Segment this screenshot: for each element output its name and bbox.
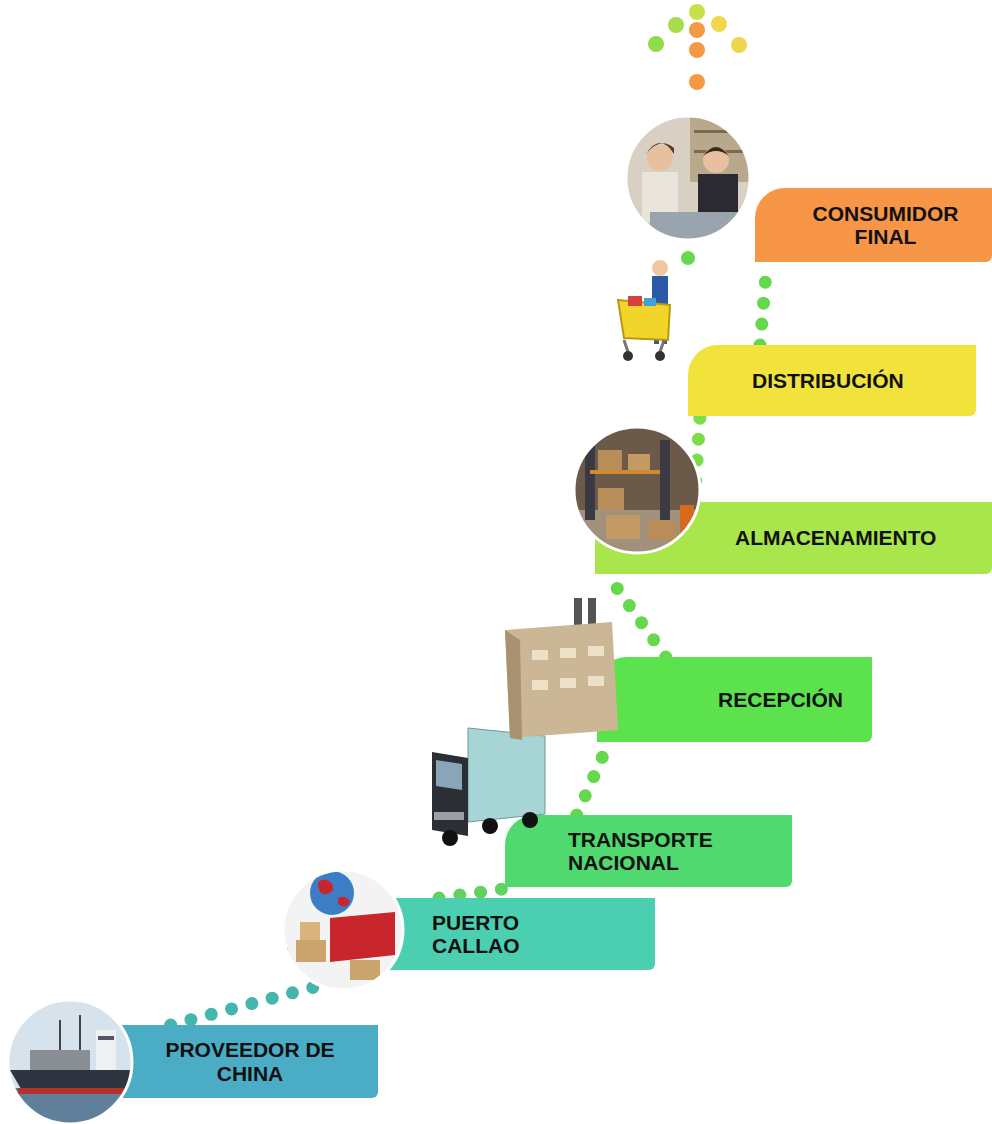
cart-picture: [618, 260, 670, 361]
stage-tab: PUERTO CALLAO: [367, 898, 655, 970]
stage-label: TRANSPORTE NACIONAL: [568, 828, 743, 874]
ship-picture: [0, 995, 140, 1124]
dotted-arrow: [648, 4, 747, 265]
shop-picture: [620, 110, 755, 245]
dotted-connector: [760, 262, 767, 345]
dotted-connector: [439, 887, 517, 898]
stage-tab: DISTRIBUCIÓN: [688, 345, 976, 416]
dotted-connector: [694, 416, 700, 502]
stage-label: DISTRIBUCIÓN: [752, 369, 904, 392]
stage-tab: RECEPCIÓN: [597, 657, 872, 742]
stage-label: PUERTO CALLAO: [432, 911, 572, 957]
stage-label: PROVEEDOR DE CHINA: [150, 1038, 350, 1084]
building-picture: [505, 598, 618, 740]
stage-tab: PROVEEDOR DE CHINA: [90, 1025, 378, 1098]
warehouse-picture: [570, 425, 705, 555]
stage-label: CONSUMIDOR FINAL: [801, 202, 971, 248]
stage-tab: CONSUMIDOR FINAL: [755, 188, 992, 262]
port-picture: [280, 868, 410, 993]
stage-label: RECEPCIÓN: [718, 688, 843, 711]
dotted-connector: [607, 574, 666, 657]
dotted-connector: [577, 742, 609, 815]
stage-tab: ALMACENAMIENTO: [595, 502, 992, 574]
dotted-connector: [171, 970, 379, 1025]
stage-label: ALMACENAMIENTO: [735, 526, 936, 549]
truck-picture: [432, 728, 545, 846]
stage-tab: TRANSPORTE NACIONAL: [505, 815, 792, 887]
